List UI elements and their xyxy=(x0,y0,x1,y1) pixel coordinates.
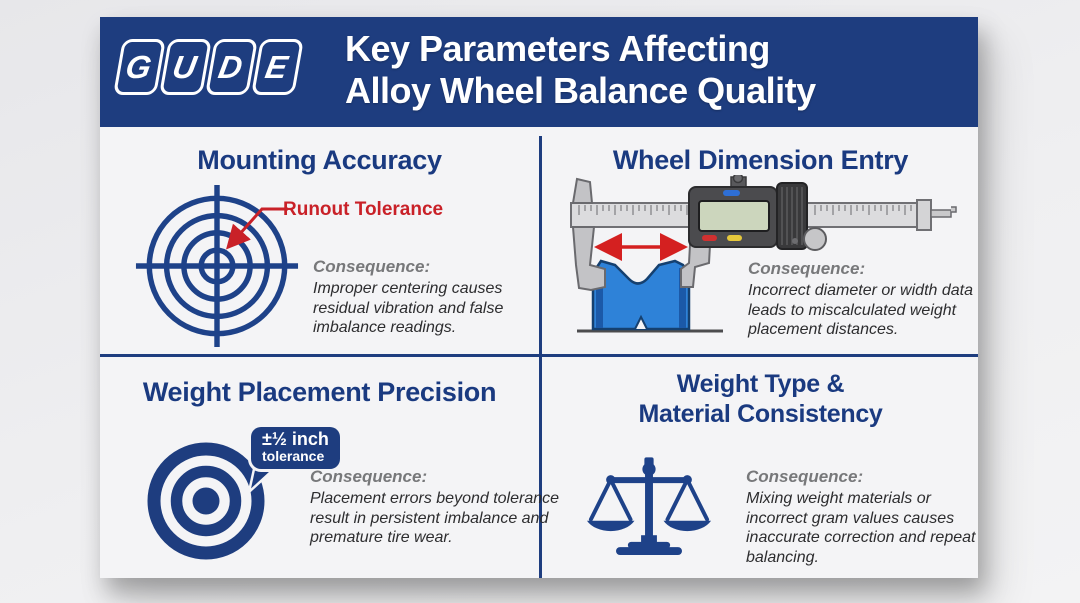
logo-letter: G xyxy=(122,49,155,85)
consequence-block: Consequence: Mixing weight materials or … xyxy=(746,467,984,567)
vertical-divider xyxy=(539,136,542,578)
consequence-label: Consequence: xyxy=(313,257,431,276)
section-title: Weight Placement Precision xyxy=(142,377,497,407)
bullseye-target-icon xyxy=(147,442,265,560)
tolerance-value: ±½ inch xyxy=(262,429,329,449)
digital-caliper-icon xyxy=(570,175,957,333)
logo-letter: E xyxy=(262,49,291,85)
logo-letter: D xyxy=(215,49,246,85)
tolerance-bubble-tail xyxy=(247,467,276,495)
logo-letter-box: D xyxy=(205,39,258,95)
header-banner: G U D E Key Parameters Affecting Alloy W… xyxy=(100,17,978,127)
runout-callout-arrow xyxy=(226,207,288,250)
logo-letter-box: E xyxy=(251,39,304,95)
section-title: Mounting Accuracy xyxy=(197,145,442,175)
consequence-label: Consequence: xyxy=(746,467,864,486)
consequence-label: Consequence: xyxy=(310,467,428,486)
tolerance-badge: ±½ inch tolerance xyxy=(251,427,340,469)
consequence-block: Consequence: Improper centering causes r… xyxy=(313,257,518,338)
logo-letter-box: U xyxy=(159,39,212,95)
gude-logo: G U D E xyxy=(113,39,307,95)
section-title: Wheel Dimension Entry xyxy=(612,145,909,175)
section-weight-placement-precision: Weight Placement Precision ±½ inch toler… xyxy=(100,357,559,578)
consequence-block: Consequence: Incorrect diameter or width… xyxy=(748,259,980,340)
crosshair-target-icon xyxy=(135,184,299,348)
balance-scale-icon xyxy=(586,457,712,556)
section-title: Weight Type & Material Consistency xyxy=(543,369,978,429)
page-title-line1: Key Parameters Affecting xyxy=(345,28,770,69)
infographic-card: G U D E Key Parameters Affecting Alloy W… xyxy=(100,17,978,578)
consequence-block: Consequence: Placement errors beyond tol… xyxy=(310,467,560,548)
logo-letter-box: G xyxy=(113,39,166,95)
tolerance-word: tolerance xyxy=(262,448,325,464)
section-weight-type-material-consistency: Weight Type & Material Consistency xyxy=(543,357,978,578)
consequence-text: Improper centering causes residual vibra… xyxy=(313,280,504,337)
content-grid: Mounting Accuracy Ru xyxy=(100,127,978,578)
section-wheel-dimension-entry: Wheel Dimension Entry xyxy=(543,127,978,354)
page-title-line2: Alloy Wheel Balance Quality xyxy=(345,70,816,111)
consequence-label: Consequence: xyxy=(748,259,866,278)
consequence-text: Mixing weight materials or incorrect gra… xyxy=(746,490,976,566)
logo-letter: U xyxy=(169,49,200,85)
consequence-text: Placement errors beyond tolerance result… xyxy=(310,490,560,547)
runout-tolerance-label: Runout Tolerance xyxy=(283,199,444,220)
page-title: Key Parameters Affecting Alloy Wheel Bal… xyxy=(345,28,816,112)
section-title-line2: Material Consistency xyxy=(638,400,883,428)
consequence-text: Incorrect diameter or width data leads t… xyxy=(748,282,973,339)
section-title-line1: Weight Type & xyxy=(676,370,845,398)
section-mounting-accuracy: Mounting Accuracy Ru xyxy=(100,127,539,354)
horizontal-divider xyxy=(100,354,978,357)
